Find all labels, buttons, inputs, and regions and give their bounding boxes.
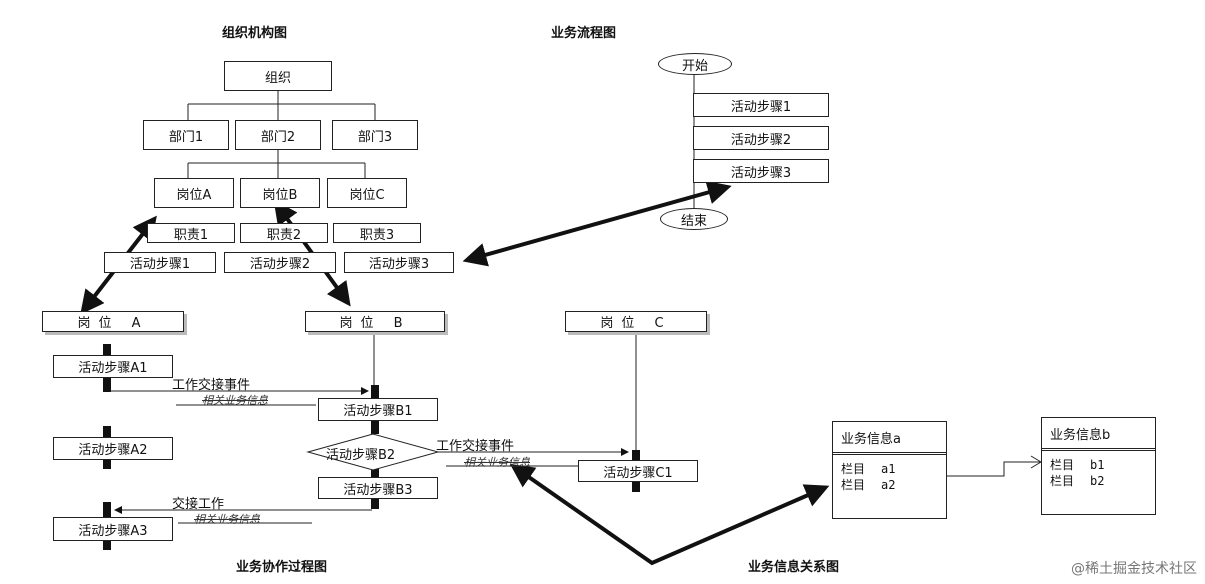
step-b1-box: 活动步骤B1 <box>318 398 438 421</box>
org-root-box: 组织 <box>224 61 332 91</box>
org-activity-1-box: 活动步骤1 <box>104 252 216 273</box>
lane-position-a: 岗位 A <box>42 311 184 332</box>
position-b-box: 岗位B <box>240 178 320 208</box>
entity-b-name: 业务信息b <box>1042 418 1155 451</box>
flow-step-2-box: 活动步骤2 <box>693 126 829 150</box>
step-a3-box: 活动步骤A3 <box>53 517 173 541</box>
org-activity-2-box: 活动步骤2 <box>224 252 336 273</box>
flow-end-node: 结束 <box>660 208 728 230</box>
step-a1-box: 活动步骤A1 <box>53 355 173 378</box>
entity-a-field-1: a1 <box>881 462 896 476</box>
related-info-label-1: 相关业务信息 <box>202 394 268 407</box>
step-b3-box: 活动步骤B3 <box>318 477 438 499</box>
flow-step-3-box: 活动步骤3 <box>693 159 829 183</box>
lane-position-c: 岗位 C <box>565 311 707 332</box>
lane-position-b: 岗位 B <box>305 311 445 332</box>
entity-b-field-label-2: 栏目 <box>1050 474 1075 488</box>
entity-a-field-label-2: 栏目 <box>841 478 866 492</box>
handover-event-label-3: 交接工作 <box>172 497 225 512</box>
entity-a-field-label-1: 栏目 <box>841 462 866 476</box>
decision-diamond <box>306 433 440 471</box>
handover-event-label-2: 工作交接事件 <box>436 439 515 454</box>
position-c-box: 岗位C <box>327 178 407 208</box>
entity-b-field-2: b2 <box>1090 474 1105 488</box>
step-b2-label: 活动步骤B2 <box>326 448 396 463</box>
entity-info-b: 业务信息b 栏目 b1 栏目 b2 <box>1041 417 1156 515</box>
handover-event-label-1: 工作交接事件 <box>172 378 251 393</box>
entity-a-field-2: a2 <box>881 478 896 492</box>
collab-chart-title: 业务协作过程图 <box>236 560 328 575</box>
flow-start-node: 开始 <box>658 53 732 75</box>
related-info-label-2: 相关业务信息 <box>464 456 530 469</box>
org-activity-3-box: 活动步骤3 <box>344 252 454 273</box>
department-3-box: 部门3 <box>332 120 418 150</box>
duty-1-box: 职责1 <box>147 223 235 243</box>
entity-b-field-label-1: 栏目 <box>1050 458 1075 472</box>
entity-a-name: 业务信息a <box>833 422 946 455</box>
step-c1-box: 活动步骤C1 <box>578 460 698 482</box>
flow-chart-title: 业务流程图 <box>551 26 617 41</box>
position-a-box: 岗位A <box>154 178 234 208</box>
entity-info-a: 业务信息a 栏目 a1 栏目 a2 <box>832 421 947 519</box>
duty-2-box: 职责2 <box>240 223 328 243</box>
department-1-box: 部门1 <box>143 120 229 150</box>
watermark: @稀土掘金技术社区 <box>1071 561 1197 577</box>
related-info-label-3: 相关业务信息 <box>194 513 260 526</box>
duty-3-box: 职责3 <box>333 223 421 243</box>
info-relation-title: 业务信息关系图 <box>748 560 840 575</box>
step-a2-box: 活动步骤A2 <box>53 437 173 460</box>
department-2-box: 部门2 <box>235 120 321 150</box>
entity-b-field-1: b1 <box>1090 458 1105 472</box>
org-chart-title: 组织机构图 <box>222 26 288 41</box>
flow-step-1-box: 活动步骤1 <box>693 93 829 117</box>
